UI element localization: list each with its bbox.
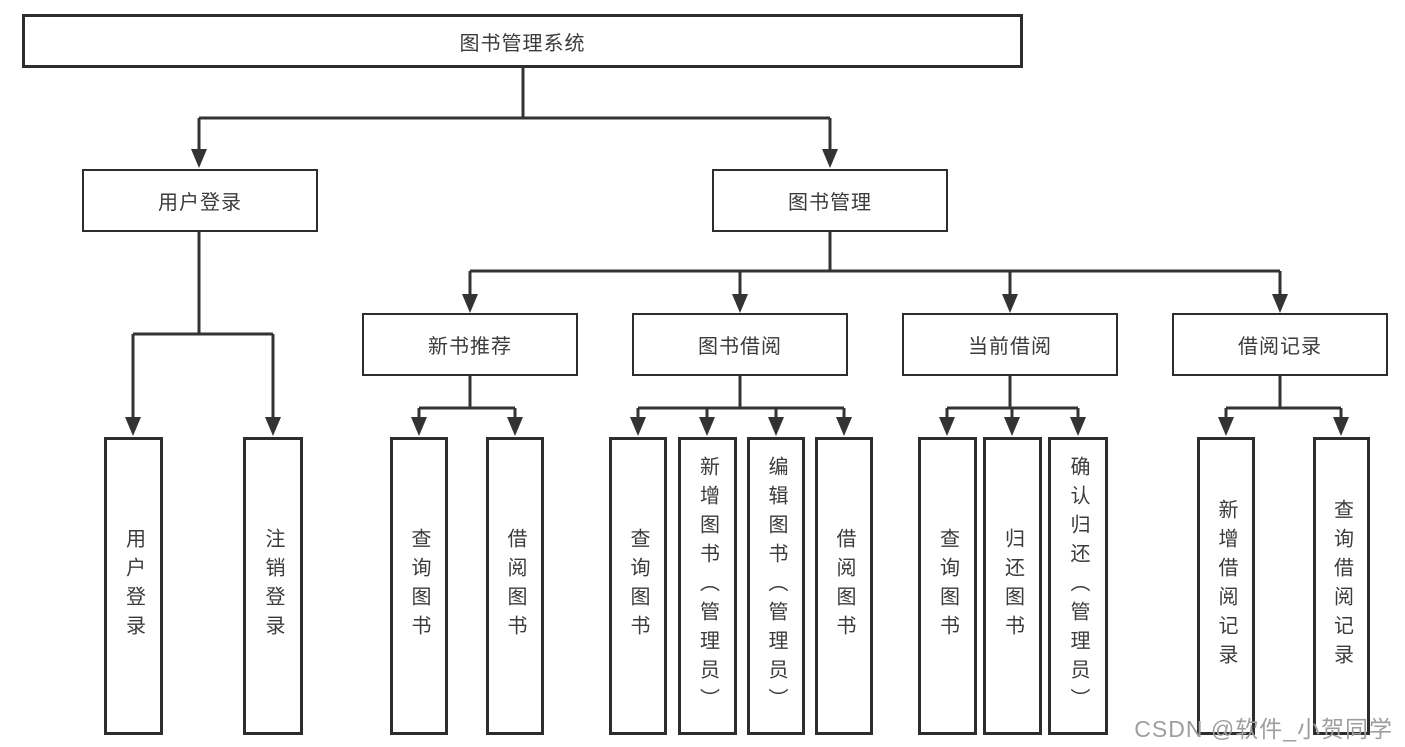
leaf-label: 查询借阅记录 (1330, 499, 1353, 673)
arrow-down-icon (411, 417, 427, 436)
node-book-management: 图书管理 (712, 169, 948, 232)
leaf-logout: 注销登录 (243, 437, 303, 735)
node-book-borrow: 图书借阅 (632, 313, 848, 376)
node-user-login: 用户登录 (82, 169, 318, 232)
arrow-down-icon (1218, 417, 1234, 436)
leaf-label: 用户登录 (122, 528, 145, 644)
leaf-recommend-query-books: 查询图书 (390, 437, 448, 735)
arrow-down-icon (191, 149, 207, 168)
arrow-down-icon (265, 417, 281, 436)
arrow-down-icon (732, 294, 748, 313)
leaf-label: 归还图书 (1001, 528, 1024, 644)
arrow-down-icon (1002, 294, 1018, 313)
arrow-down-icon (939, 417, 955, 436)
leaf-borrow-query-books: 查询图书 (609, 437, 667, 735)
connector-new-book-recommend (417, 376, 517, 420)
leaf-label: 注销登录 (262, 528, 284, 644)
arrow-down-icon (822, 149, 838, 168)
leaf-label: 借阅图书 (504, 528, 526, 644)
leaf-borrow-borrow-books: 借阅图书 (815, 437, 873, 735)
leaf-records-add-record: 新增借阅记录 (1197, 437, 1255, 735)
connector-current-borrow (945, 376, 1080, 420)
leaf-label: 新增图书（管理员） (696, 455, 719, 717)
arrow-down-icon (768, 417, 784, 436)
connector-borrow-records (1224, 376, 1343, 420)
node-borrow-records: 借阅记录 (1172, 313, 1388, 376)
arrow-down-icon (630, 417, 646, 436)
leaf-label: 查询图书 (627, 528, 649, 644)
connector-root (197, 68, 832, 152)
leaf-label: 新增借阅记录 (1215, 499, 1237, 673)
arrow-down-icon (836, 417, 852, 436)
connector-user-login (131, 232, 275, 420)
arrow-down-icon (1272, 294, 1288, 313)
arrow-down-icon (507, 417, 523, 436)
arrow-down-icon (125, 417, 141, 436)
leaf-label: 查询图书 (936, 528, 959, 644)
leaf-borrow-edit-books: 编辑图书（管理员） (747, 437, 805, 735)
csdn-watermark: CSDN @软件_小贺同学 (1134, 716, 1393, 742)
leaf-label: 编辑图书（管理员） (765, 455, 787, 717)
arrow-down-icon (1070, 417, 1086, 436)
node-new-book-recommend: 新书推荐 (362, 313, 578, 376)
connector-book-borrow (636, 376, 846, 420)
leaf-recommend-borrow-books: 借阅图书 (486, 437, 544, 735)
arrow-down-icon (1333, 417, 1349, 436)
node-current-borrow: 当前借阅 (902, 313, 1118, 376)
arrow-down-icon (699, 417, 715, 436)
connector-book-management (468, 232, 1282, 297)
leaf-current-return-books: 归还图书 (983, 437, 1042, 735)
node-root: 图书管理系统 (22, 14, 1023, 68)
leaf-borrow-add-books: 新增图书（管理员） (678, 437, 737, 735)
leaf-user-login: 用户登录 (104, 437, 163, 735)
leaf-label: 查询图书 (408, 528, 430, 644)
leaf-label: 借阅图书 (833, 528, 855, 644)
leaf-records-query-record: 查询借阅记录 (1313, 437, 1370, 735)
leaf-current-confirm-return: 确认归还（管理员） (1048, 437, 1108, 735)
leaf-current-query-books: 查询图书 (918, 437, 977, 735)
arrow-down-icon (462, 294, 478, 313)
leaf-label: 确认归还（管理员） (1067, 455, 1089, 717)
arrow-down-icon (1004, 417, 1020, 436)
